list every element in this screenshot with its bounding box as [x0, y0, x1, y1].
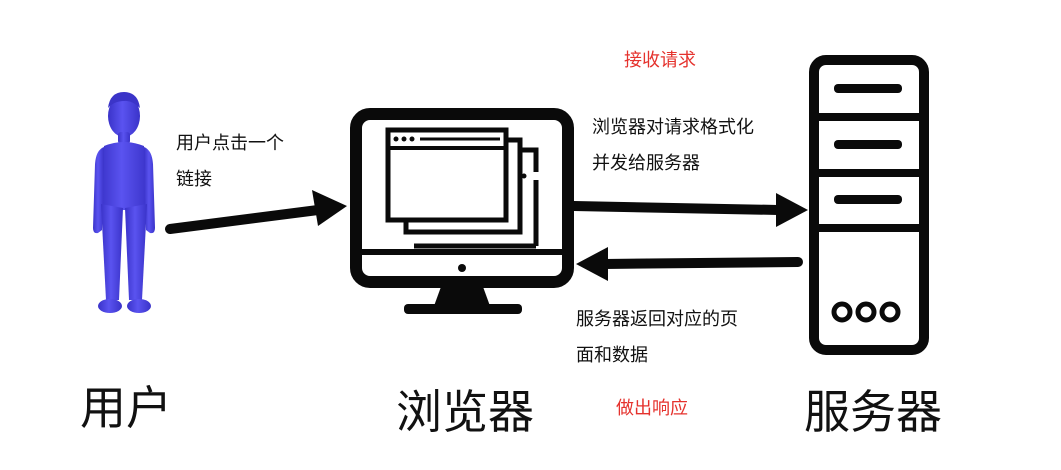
desktop-monitor-icon: [350, 108, 574, 314]
person-figure-icon: [93, 92, 155, 313]
arrow-server-to-browser: [576, 247, 803, 281]
browser-format-text-line1: 浏览器对请求格式化: [592, 117, 754, 138]
server-tower-icon: [809, 55, 929, 355]
arrow-user-to-browser: [165, 190, 347, 234]
user-click-text-line1: 用户点击一个: [176, 133, 284, 154]
arrow-browser-to-server: [569, 193, 808, 227]
server-return-text-line1: 服务器返回对应的页: [576, 309, 738, 330]
browser-label: 浏览器: [396, 385, 534, 439]
respond-annotation: 做出响应: [616, 398, 688, 419]
server-label: 服务器: [804, 385, 942, 439]
user-click-text-line2: 链接: [176, 169, 212, 190]
user-label: 用户: [80, 381, 172, 435]
browser-format-text-line2: 并发给服务器: [592, 153, 700, 174]
server-return-text-line2: 面和数据: [576, 345, 648, 366]
receive-request-annotation: 接收请求: [624, 50, 696, 71]
